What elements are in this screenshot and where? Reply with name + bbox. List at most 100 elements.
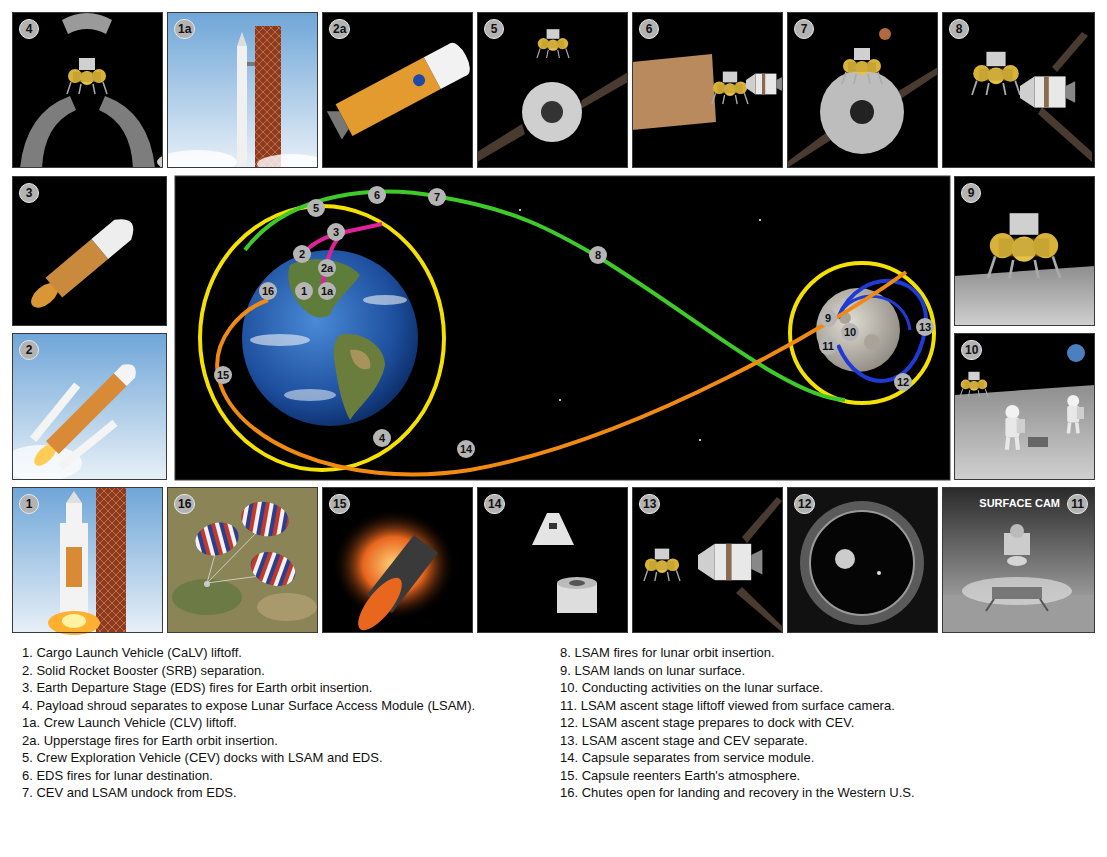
panel-number: 1a (174, 19, 195, 39)
ascent-separation-art-part (742, 497, 782, 543)
illustration-panel: 11SURFACE CAM (942, 487, 1095, 633)
porthole-art-part (810, 511, 914, 615)
parachute-art-part (238, 498, 291, 540)
callout-number: 5 (307, 199, 325, 217)
srb-separation-art-part-part (114, 360, 140, 386)
clv-launch-art-part (255, 26, 281, 168)
calv-launch-art-part (82, 523, 88, 613)
callout-number: 12 (894, 373, 912, 391)
sm-separation-art (477, 487, 628, 633)
clv-launch-art (157, 12, 327, 174)
trajectory-art (175, 176, 950, 480)
trajectory-art-part (175, 176, 950, 480)
sm-separation-art-part (569, 580, 585, 586)
sm-separation-art-part (557, 577, 597, 589)
clv-launch-art-part (157, 150, 237, 174)
trajectory-art-part (519, 209, 521, 211)
illustration-panel: 7 (787, 12, 938, 168)
undock-art-part (820, 70, 904, 154)
illustration-panel: 1a (167, 12, 318, 168)
undock-art-part (842, 48, 882, 84)
caption-text: 14. Capsule separates from service modul… (560, 750, 814, 766)
parachute-art (167, 487, 318, 633)
panel-number: 2 (19, 340, 39, 360)
calv-launch-art-part (96, 487, 126, 633)
upperstage-art-part (322, 12, 473, 168)
surface-cam-art-part (942, 487, 1095, 633)
panel-number: 3 (19, 183, 39, 203)
clv-launch-art-part (247, 62, 255, 66)
surface-cam-art-part (1007, 556, 1027, 566)
surface-activity-art-part (1067, 395, 1084, 433)
surface-activity-art-part (1028, 437, 1048, 447)
calv-launch-art-part (60, 523, 66, 613)
reentry-art (322, 487, 473, 637)
panel-number: 9 (961, 183, 981, 203)
srb-separation-art (2, 333, 167, 486)
caption-text: 10. Conducting activities on the lunar s… (560, 680, 823, 696)
callout-number: 10 (841, 323, 859, 341)
caption-text: 2. Solid Rocket Booster (SRB) separation… (22, 663, 265, 679)
illustration-panel: 14 (477, 487, 628, 633)
callout-number: 6 (368, 186, 386, 204)
panel-number: 14 (484, 494, 505, 514)
undock-art-part (787, 132, 831, 168)
trajectory-art-part (242, 250, 418, 426)
trajectory-art-part (250, 259, 407, 420)
clv-launch-art-part (237, 32, 247, 46)
ascent-separation-art-part (736, 587, 783, 633)
parachute-art-part (172, 579, 242, 615)
illustration-panel: 16 (167, 487, 318, 633)
caption-text: 4. Payload shroud separates to expose Lu… (22, 698, 475, 714)
illustration-panel: 8 (942, 12, 1095, 168)
panel-number: 10 (961, 340, 982, 360)
clv-launch-art-part (257, 154, 327, 174)
caption-text: 8. LSAM fires for lunar orbit insertion. (560, 645, 775, 661)
upperstage-art-part-part (411, 72, 427, 88)
surface-activity-art-part (1067, 344, 1085, 362)
trajectory-art-part (699, 439, 701, 441)
parachute-art-part (192, 518, 243, 560)
trajectory-art-part (217, 272, 906, 474)
callout-number: 16 (259, 282, 277, 300)
lunar-landing-art-part (954, 266, 1095, 326)
calv-launch-art-part (66, 547, 82, 587)
trajectory-art-part (245, 192, 845, 400)
panel-number: 12 (794, 494, 815, 514)
loi-art-part (942, 12, 1095, 168)
illustration-panel: 15 (322, 487, 473, 633)
shroud-art-part (99, 96, 155, 168)
eds-orbit-art-part (12, 176, 167, 326)
trajectory-art-part (559, 399, 561, 401)
illustration-panel: 10 (954, 333, 1095, 480)
surface-cam-art (942, 487, 1095, 633)
panel-number: 13 (639, 494, 660, 514)
eds-burn-art-part (632, 54, 716, 130)
caption-text: 13. LSAM ascent stage and CEV separate. (560, 733, 808, 749)
illustration-panel: 9 (954, 176, 1095, 326)
docking-art-part (579, 72, 628, 110)
porthole-art-part (877, 571, 881, 575)
undock-art (787, 12, 938, 168)
caption-text: 9. LSAM lands on lunar surface. (560, 663, 745, 679)
calv-launch-art-part (66, 503, 82, 613)
porthole-art-part (800, 501, 924, 625)
clv-launch-art-part (167, 12, 318, 168)
panel-number: 1 (19, 494, 39, 514)
surface-cam-art-part (986, 599, 1048, 611)
lunar-landing-art-part (954, 176, 1095, 326)
surface-activity-art-part (954, 385, 1095, 480)
docking-art-part (541, 101, 563, 123)
calv-launch-art-part (62, 614, 86, 628)
calv-launch-art-part (12, 487, 163, 633)
ascent-separation-art-part (698, 544, 762, 580)
callout-number: 13 (916, 318, 934, 336)
illustration-panel: 4 (12, 12, 163, 168)
parachute-art-part (167, 487, 318, 633)
callout-number: 7 (428, 188, 446, 206)
parachute-art-part (257, 593, 317, 621)
panel-number: 11 (1067, 494, 1088, 514)
upperstage-art (322, 12, 474, 168)
surface-activity-art (954, 333, 1095, 480)
panel-number: 7 (794, 19, 814, 39)
